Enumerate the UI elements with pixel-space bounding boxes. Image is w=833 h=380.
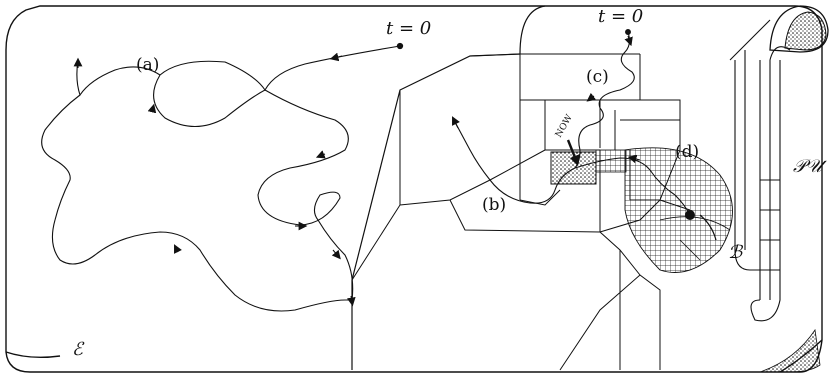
thermal-equilibrium-roll <box>730 20 790 321</box>
trajectory-a <box>42 43 403 311</box>
scroll-curl-top <box>770 6 828 52</box>
label-PU: 𝒫𝒰 <box>793 156 827 177</box>
label-path-d: (d) <box>675 142 699 162</box>
trajectory-b-arrows <box>454 120 458 128</box>
label-B: ℬ <box>728 242 744 263</box>
label-now: NOW <box>554 113 575 140</box>
region-E-boundary <box>352 6 545 370</box>
trajectory-c <box>575 30 634 168</box>
trajectory-a-arrows <box>78 56 352 302</box>
label-path-b: (b) <box>482 195 506 215</box>
label-E: ℰ <box>72 339 85 360</box>
scroll-curl-bottom <box>760 330 820 372</box>
label-t0-left: t = 0 <box>386 18 431 39</box>
label-path-c: (c) <box>586 67 609 87</box>
label-path-a: (a) <box>136 55 159 75</box>
fine-cells-d <box>625 148 733 273</box>
label-t0-right: t = 0 <box>598 6 643 27</box>
now-cell <box>551 150 626 184</box>
